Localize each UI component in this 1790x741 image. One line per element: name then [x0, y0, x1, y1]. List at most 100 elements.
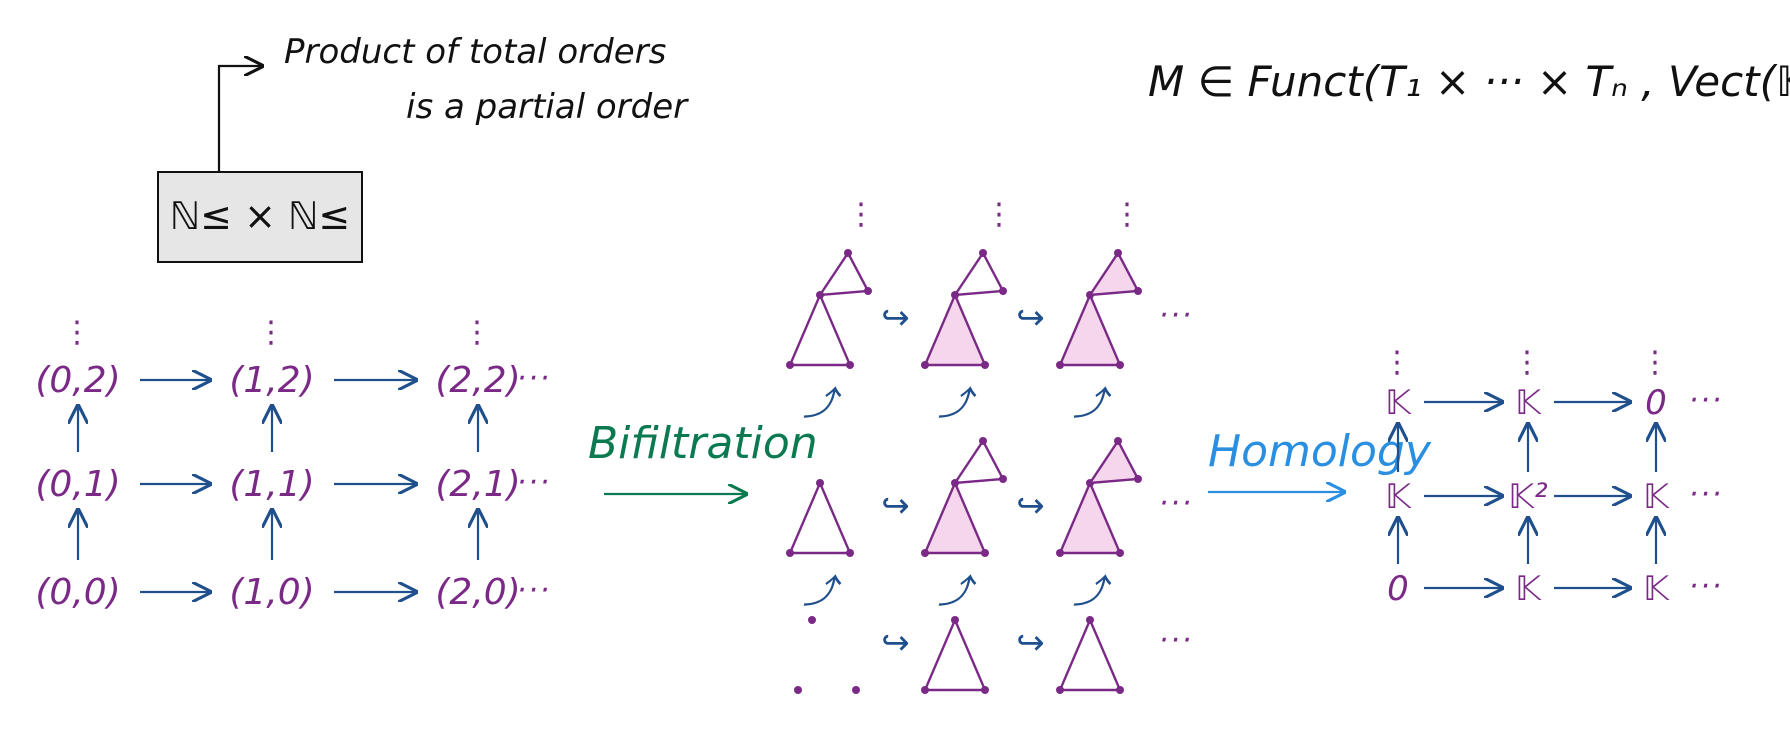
vector-space-node: 𝕂: [1515, 383, 1542, 423]
vertex-point: [786, 549, 794, 557]
vertex-point: [951, 616, 959, 624]
filled-small-triangle: [1087, 438, 1140, 485]
vertex-point: [999, 475, 1007, 483]
hollow-triangle: [788, 479, 852, 555]
inclusion-arrow: ↪: [881, 298, 910, 338]
filled-triangle: [923, 479, 987, 555]
vector-space-continuation: ···: [1689, 569, 1724, 604]
vertex-point: [981, 686, 989, 694]
vertex-point: [844, 249, 852, 257]
vertex-point: [1134, 475, 1142, 483]
poset-node: (1,0): [229, 572, 314, 613]
filled-triangle: [923, 291, 987, 367]
product-order-label: ℕ≤ × ℕ≤: [170, 194, 351, 238]
vector-space-node: 𝕂: [1385, 383, 1412, 423]
poset-node: (1,1): [229, 464, 314, 505]
note-group: Product of total orders is a partial ord…: [157, 32, 689, 263]
vertex-point: [921, 361, 929, 369]
hollow-triangle: [788, 291, 852, 367]
bifiltration-label: Bifiltration: [588, 418, 818, 469]
vertex-point: [846, 549, 854, 557]
vertex-point: [864, 287, 872, 295]
vertex-point: [1056, 361, 1064, 369]
vector-space-vdots: ⋮: [1640, 345, 1672, 380]
vertex-point: [1116, 361, 1124, 369]
inclusion-arrow: ↪: [1016, 623, 1045, 663]
vertex-point: [852, 686, 860, 694]
complex-row-continuation: ···: [1159, 623, 1194, 658]
simplicial-complex-two-triangles-one-filled: [921, 437, 1007, 557]
product-order-box: [157, 171, 363, 263]
vector-space-node: 𝕂²: [1508, 477, 1548, 517]
vertex-point: [794, 686, 802, 694]
vertex-point: [786, 361, 794, 369]
complex-row-continuation: ···: [1159, 298, 1194, 333]
complex-column-vdots: ⋮: [1112, 197, 1144, 232]
inclusion-arrow: ↪: [1016, 298, 1045, 338]
vertex-point: [1134, 287, 1142, 295]
poset-node: (0,0): [35, 572, 120, 613]
filled-triangle: [1058, 291, 1122, 367]
vector-space-node: 𝕂: [1643, 569, 1670, 609]
vector-space-node: 0: [1387, 569, 1409, 609]
poset-node: (1,2): [229, 360, 314, 401]
simplicial-complex-two-triangles-one-filled: [921, 249, 1007, 369]
vertex-point: [981, 549, 989, 557]
vertex-point: [816, 479, 824, 487]
vertical-inclusion-arrow: ⤴: [803, 384, 842, 424]
poset-node: (0,1): [35, 464, 120, 505]
hollow-small-triangle: [952, 250, 1005, 297]
vertex-point: [1116, 686, 1124, 694]
vertical-inclusion-arrow: ⤴: [938, 572, 977, 612]
poset-column-vdots: ⋮: [256, 315, 288, 350]
vertex-point: [979, 437, 987, 445]
homology-arrow-group: Homology: [1208, 426, 1432, 492]
vector-space-node: 𝕂: [1515, 569, 1542, 609]
complex-column-vdots: ⋮: [846, 197, 878, 232]
hollow-small-triangle: [952, 438, 1005, 485]
vector-space-node: 0: [1645, 383, 1667, 423]
vertex-point: [1114, 437, 1122, 445]
vertex-point: [846, 361, 854, 369]
vertex-point: [1114, 249, 1122, 257]
vertex-point: [1056, 549, 1064, 557]
simplicial-complex-three-points: [794, 616, 860, 694]
poset-row-continuation: ···: [517, 573, 552, 608]
functor-formula: M ∈ Funct(T₁ × ··· × Tₙ , Vect(𝕂)): [1148, 57, 1790, 106]
complex-row-continuation: ···: [1159, 486, 1194, 521]
note-line-1: Product of total orders: [284, 32, 666, 72]
vector-space-vdots: ⋮: [1512, 345, 1544, 380]
inclusion-arrow: ↪: [1016, 486, 1045, 526]
hollow-small-triangle: [817, 250, 870, 297]
poset-column-vdots: ⋮: [62, 315, 94, 350]
simplicial-complex-two-triangles-filled: [1056, 437, 1142, 557]
vertex-point: [981, 361, 989, 369]
poset-column-vdots: ⋮: [462, 315, 494, 350]
complex-column-vdots: ⋮: [984, 197, 1016, 232]
vector-space-node: 𝕂: [1643, 477, 1670, 517]
poset-grid: (0,2)(1,2)(2,2)···(0,1)(1,1)(2,1)···(0,0…: [35, 315, 552, 613]
hollow-triangle: [923, 616, 987, 692]
vertex-point: [1086, 616, 1094, 624]
vertical-inclusion-arrow: ⤴: [1073, 384, 1112, 424]
vertex-point: [979, 249, 987, 257]
simplicial-complex-hollow-triangle: [1056, 616, 1124, 694]
bifiltration-arrow-group: Bifiltration: [588, 418, 818, 494]
simplicial-complex-grid: ↪⤴↪⤴⤴···↪⤴↪⤴⤴···↪↪···⋮⋮⋮: [786, 197, 1194, 694]
vertex-point: [808, 616, 816, 624]
note-pointer-arrow: [217, 66, 262, 172]
vertical-inclusion-arrow: ⤴: [938, 384, 977, 424]
poset-node: (0,2): [35, 360, 120, 401]
poset-node: (2,2): [435, 360, 520, 401]
vertex-point: [1056, 686, 1064, 694]
vertex-point: [921, 686, 929, 694]
filled-small-triangle: [1087, 250, 1140, 297]
vertex-point: [1116, 549, 1124, 557]
vertical-inclusion-arrow: ⤴: [803, 572, 842, 612]
filled-triangle: [1058, 479, 1122, 555]
simplicial-complex-hollow-triangle: [786, 479, 854, 557]
poset-node: (2,1): [435, 464, 520, 505]
